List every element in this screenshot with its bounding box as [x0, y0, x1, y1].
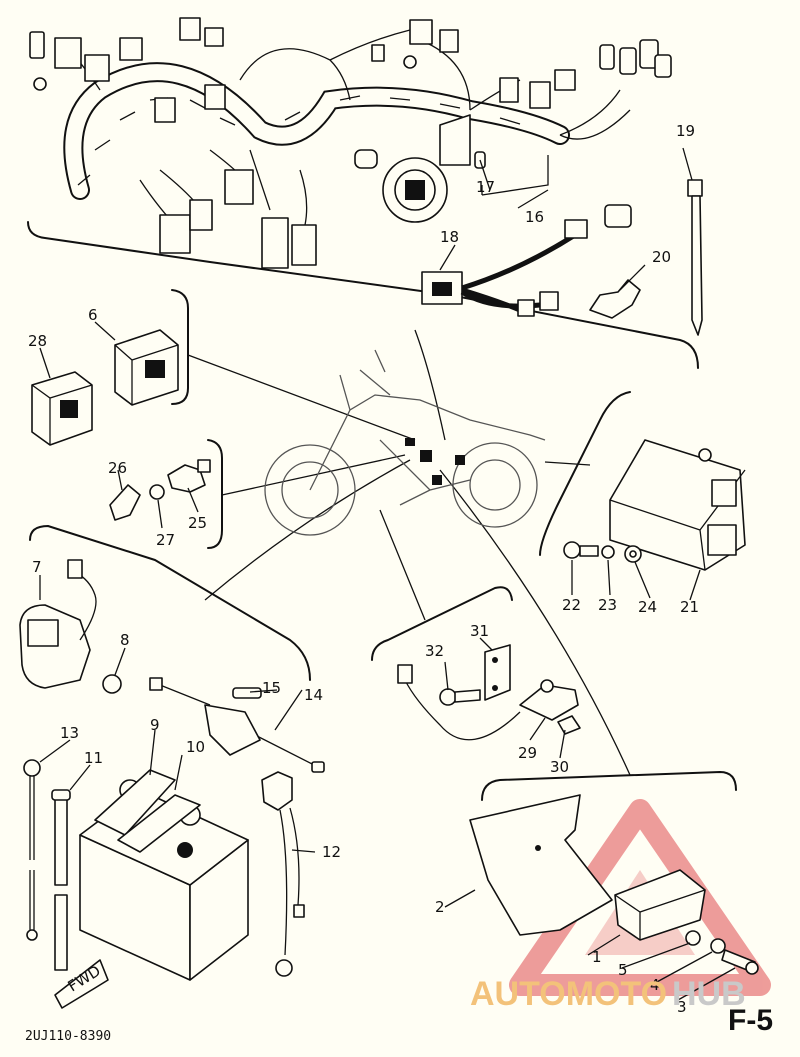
callout-11: 11: [84, 749, 103, 767]
callout-7: 7: [32, 558, 42, 576]
bottom-right-bracket: [481, 771, 737, 801]
callout-12: 12: [322, 843, 341, 861]
callout-15: 15: [262, 679, 281, 697]
fwd-arrow: [54, 959, 109, 1009]
callout-3: 3: [677, 998, 687, 1016]
callout-28: 28: [28, 332, 47, 350]
callout-4: 4: [650, 976, 660, 994]
callout-24: 24: [638, 598, 657, 616]
ecu-bracket: [539, 391, 631, 556]
part-code-caption: 2UJ110-8390: [25, 1029, 111, 1044]
bracket-part-2: [469, 794, 613, 936]
sleeve-part-15: [232, 687, 262, 699]
top-bracket-line: [27, 221, 699, 369]
callout-5: 5: [618, 961, 628, 979]
watermark-text-right: HUB: [672, 975, 746, 1013]
cable-part-12: [261, 771, 305, 977]
bracket-part-31: [484, 644, 511, 701]
nut-part-8: [102, 674, 122, 694]
callout-leaders: [39, 147, 736, 1001]
callout-17: 17: [476, 178, 495, 196]
bolt-part-32: [439, 688, 481, 706]
callout-32: 32: [425, 642, 444, 660]
relay-part-6: [114, 329, 179, 406]
switch-bracket: [207, 439, 223, 549]
bolt-part-22: [563, 541, 599, 559]
callout-6: 6: [88, 306, 98, 324]
callout-10: 10: [186, 738, 205, 756]
callout-26: 26: [108, 459, 127, 477]
callout-8: 8: [120, 631, 130, 649]
motorcycle-silhouette: [264, 349, 546, 536]
watermark-text-left: AUTOMOTO: [470, 975, 667, 1013]
screw-part-30: [557, 715, 581, 735]
starter-relay-part-7: [19, 559, 97, 689]
relay-bracket: [171, 289, 189, 405]
callout-1: 1: [592, 948, 602, 966]
bracket-part-26: [109, 484, 141, 521]
switch-part-25: [167, 459, 211, 493]
callout-14: 14: [304, 686, 323, 704]
callout-9: 9: [150, 716, 160, 734]
washer-part-5: [685, 930, 701, 946]
sub-harness-part-18: [421, 204, 632, 317]
clamp-part-20: [589, 279, 641, 319]
sensor-bracket: [371, 586, 513, 661]
callout-23: 23: [598, 596, 617, 614]
callout-27: 27: [156, 531, 175, 549]
collar-part-23: [601, 545, 615, 559]
sensor-part-14: [149, 677, 325, 773]
callout-21: 21: [680, 598, 699, 616]
callout-20: 20: [652, 248, 671, 266]
callout-16: 16: [525, 208, 544, 226]
cable-part-13: [23, 759, 41, 941]
wire-harness: [29, 17, 672, 269]
relay-part-28: [31, 371, 93, 446]
callout-19: 19: [676, 122, 695, 140]
bolt-part-3: [721, 949, 759, 975]
unit-part-1: [614, 869, 706, 941]
callout-22: 22: [562, 596, 581, 614]
cable-tie-part-19: [687, 179, 703, 336]
left-bracket: [29, 525, 311, 681]
motorcycle-connectors: [405, 438, 465, 485]
callout-30: 30: [550, 758, 569, 776]
strap-part-9: [94, 769, 176, 836]
callout-13: 13: [60, 724, 79, 742]
callout-18: 18: [440, 228, 459, 246]
callout-29: 29: [518, 744, 537, 762]
page-id: F-5: [728, 1004, 773, 1037]
washer-part-4: [710, 938, 726, 954]
callout-31: 31: [470, 622, 489, 640]
callout-25: 25: [188, 514, 207, 532]
sensor-part-29: [397, 664, 579, 741]
ecu-part-21: [609, 439, 746, 571]
callout-2: 2: [435, 898, 445, 916]
tube-part-11: [51, 789, 71, 971]
washer-part-27: [149, 484, 165, 500]
leader-lines: [187, 354, 631, 776]
